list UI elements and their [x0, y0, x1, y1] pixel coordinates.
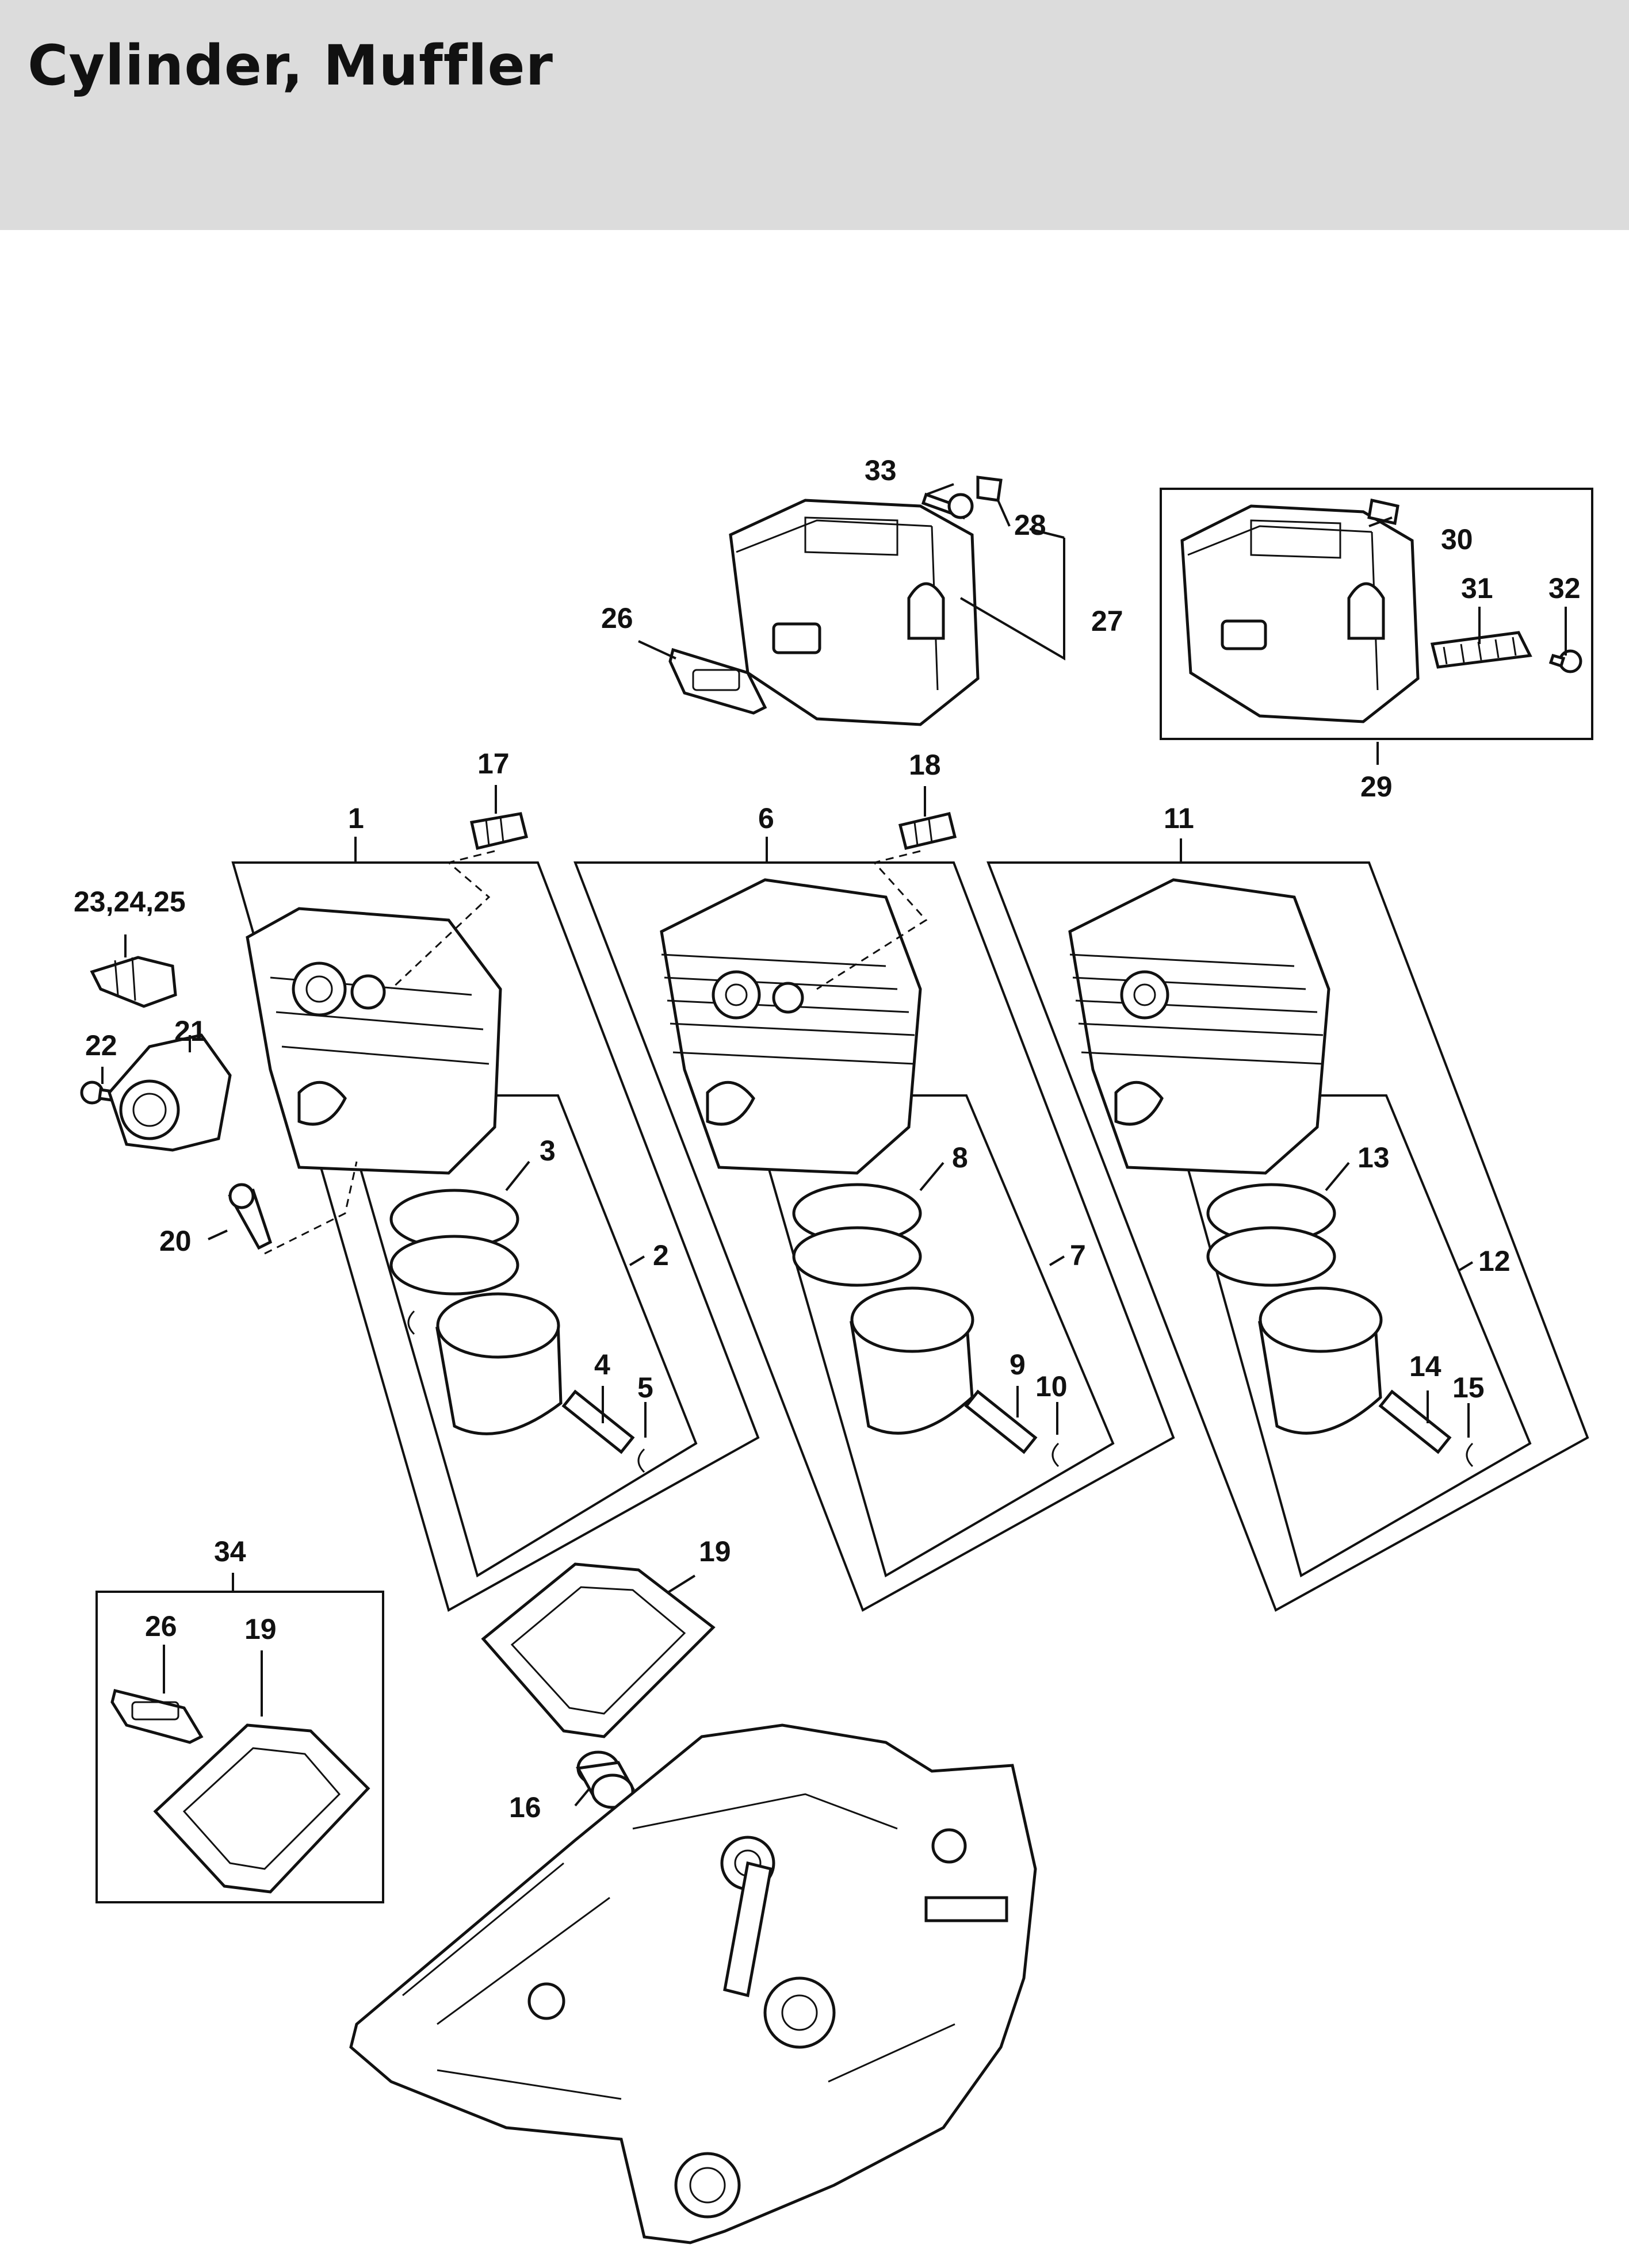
callout-4: 4 [594, 1348, 610, 1381]
callout-16: 16 [509, 1791, 541, 1823]
muffler-kit-box [1160, 488, 1593, 740]
kit-box-1 [231, 861, 760, 1612]
cylinder-gasket-19 [481, 1562, 716, 1738]
callout-3: 3 [540, 1135, 556, 1167]
cylinder-6 [660, 878, 922, 1175]
screw-32 [1548, 649, 1582, 673]
piston-kit-12-parts [1206, 1183, 1474, 1468]
callout-11: 11 [1164, 802, 1194, 834]
callout-20: 20 [159, 1225, 192, 1257]
spark-screen-31 [1430, 631, 1532, 669]
callout-34: 34 [214, 1535, 246, 1568]
screw-20 [228, 1183, 273, 1250]
callout-18: 18 [909, 749, 941, 781]
muffler-gasket [668, 648, 767, 715]
leader-dashed-18 [816, 850, 928, 990]
callout-22: 22 [85, 1029, 117, 1062]
muffler-screw-33 [921, 492, 974, 520]
callout-33: 33 [865, 454, 897, 486]
callout-29: 29 [1360, 771, 1393, 803]
muffler-kit-muffler [1180, 504, 1420, 723]
callout-6: 6 [758, 802, 774, 834]
callout-30: 30 [1441, 523, 1473, 555]
callout-1: 1 [348, 802, 364, 834]
callout-17: 17 [477, 748, 510, 780]
callout-28: 28 [1014, 509, 1046, 541]
leader-lines [101, 483, 1567, 1807]
muffler-stud-28 [976, 476, 1003, 502]
spark-plug-23 [90, 956, 177, 1008]
gasket-set-26 [110, 1688, 204, 1744]
leader-dashed-17 [390, 850, 495, 990]
callout-2: 2 [653, 1239, 669, 1271]
gasket-set-box-34 [95, 1591, 384, 1903]
callout-7: 7 [1070, 1239, 1086, 1271]
decompression-valve-17 [469, 812, 529, 850]
crankcase [349, 1723, 1037, 2244]
piston-kit-7-parts [792, 1183, 1060, 1468]
callout-14: 14 [1409, 1350, 1441, 1382]
cylinder-11 [1068, 878, 1330, 1175]
kit-box-6 [573, 861, 1175, 1612]
piston-kit-2-parts [389, 1189, 645, 1473]
callout-9: 9 [1009, 1348, 1026, 1381]
callout-26-lower: 26 [145, 1610, 177, 1642]
callout-10: 10 [1035, 1370, 1068, 1403]
header-bar: Cylinder, Muffler [0, 0, 1629, 230]
callout-23-24-25: 23,24,25 [74, 886, 186, 918]
intake-manifold-21 [108, 1033, 232, 1152]
callout-13: 13 [1358, 1141, 1390, 1174]
callout-8: 8 [952, 1141, 968, 1174]
cylinder-1 [246, 907, 502, 1175]
callout-15: 15 [1452, 1371, 1485, 1404]
callout-31: 31 [1461, 572, 1493, 604]
kit-box-11 [986, 861, 1589, 1612]
decompression-valve-18 [898, 812, 957, 850]
callout-27: 27 [1091, 605, 1123, 637]
callout-26-upper: 26 [601, 602, 633, 634]
callout-19-upper: 19 [699, 1535, 731, 1568]
callout-32: 32 [1548, 572, 1581, 604]
gasket-set-19 [153, 1723, 370, 1894]
callout-21: 21 [174, 1015, 207, 1047]
callout-5: 5 [637, 1371, 653, 1404]
callout-labels: 1 2 3 4 5 6 7 8 9 10 11 12 13 14 15 16 1… [74, 454, 1581, 1823]
muffler-assembly [729, 499, 980, 726]
leader-dashed-20 [264, 1161, 358, 1255]
page-title: Cylinder, Muffler [28, 33, 553, 98]
needle-cage-16 [576, 1750, 635, 1809]
callout-19-lower: 19 [244, 1613, 277, 1645]
callout-12: 12 [1478, 1245, 1511, 1277]
